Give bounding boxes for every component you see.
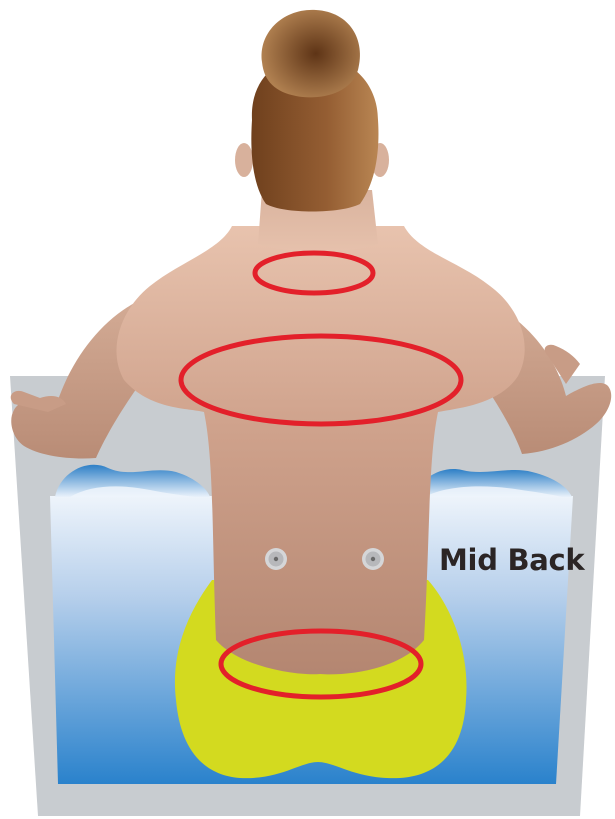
left-ear bbox=[235, 143, 253, 177]
jet-right bbox=[362, 548, 384, 570]
hair-bun bbox=[262, 10, 360, 97]
mid-back-label: Mid Back bbox=[439, 543, 584, 577]
jet-left bbox=[265, 548, 287, 570]
